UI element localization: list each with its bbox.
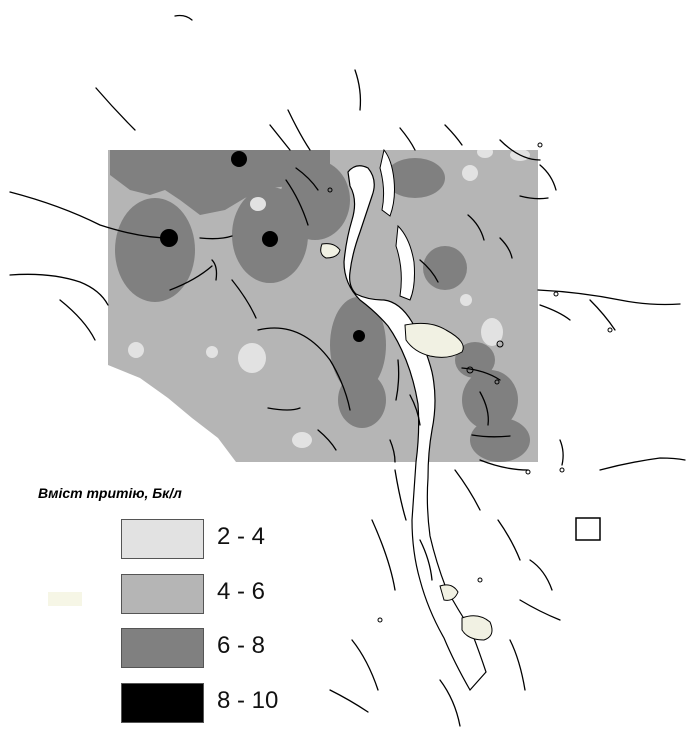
concentration-field	[108, 150, 538, 462]
legend-swatch	[121, 683, 204, 723]
legend-item-4-6: 4 - 6	[121, 574, 301, 616]
legend-swatch	[121, 628, 204, 668]
legend-label: 8 - 10	[217, 687, 279, 714]
hydrography	[9, 14, 686, 727]
legend-item-2-4: 2 - 4	[121, 519, 301, 561]
legend-swatch	[121, 519, 204, 559]
legend-swatch	[121, 574, 204, 614]
legend-title: Вміст тритію, Бк/л	[38, 485, 182, 501]
legend-label: 4 - 6	[217, 578, 266, 605]
legend-item-6-8: 6 - 8	[121, 628, 301, 670]
legend-label: 6 - 8	[217, 632, 266, 659]
legend-label: 2 - 4	[217, 523, 266, 550]
legend-item-8-10: 8 - 10	[121, 683, 301, 725]
dnipro-river	[48, 148, 601, 692]
small-lakes	[327, 142, 613, 623]
